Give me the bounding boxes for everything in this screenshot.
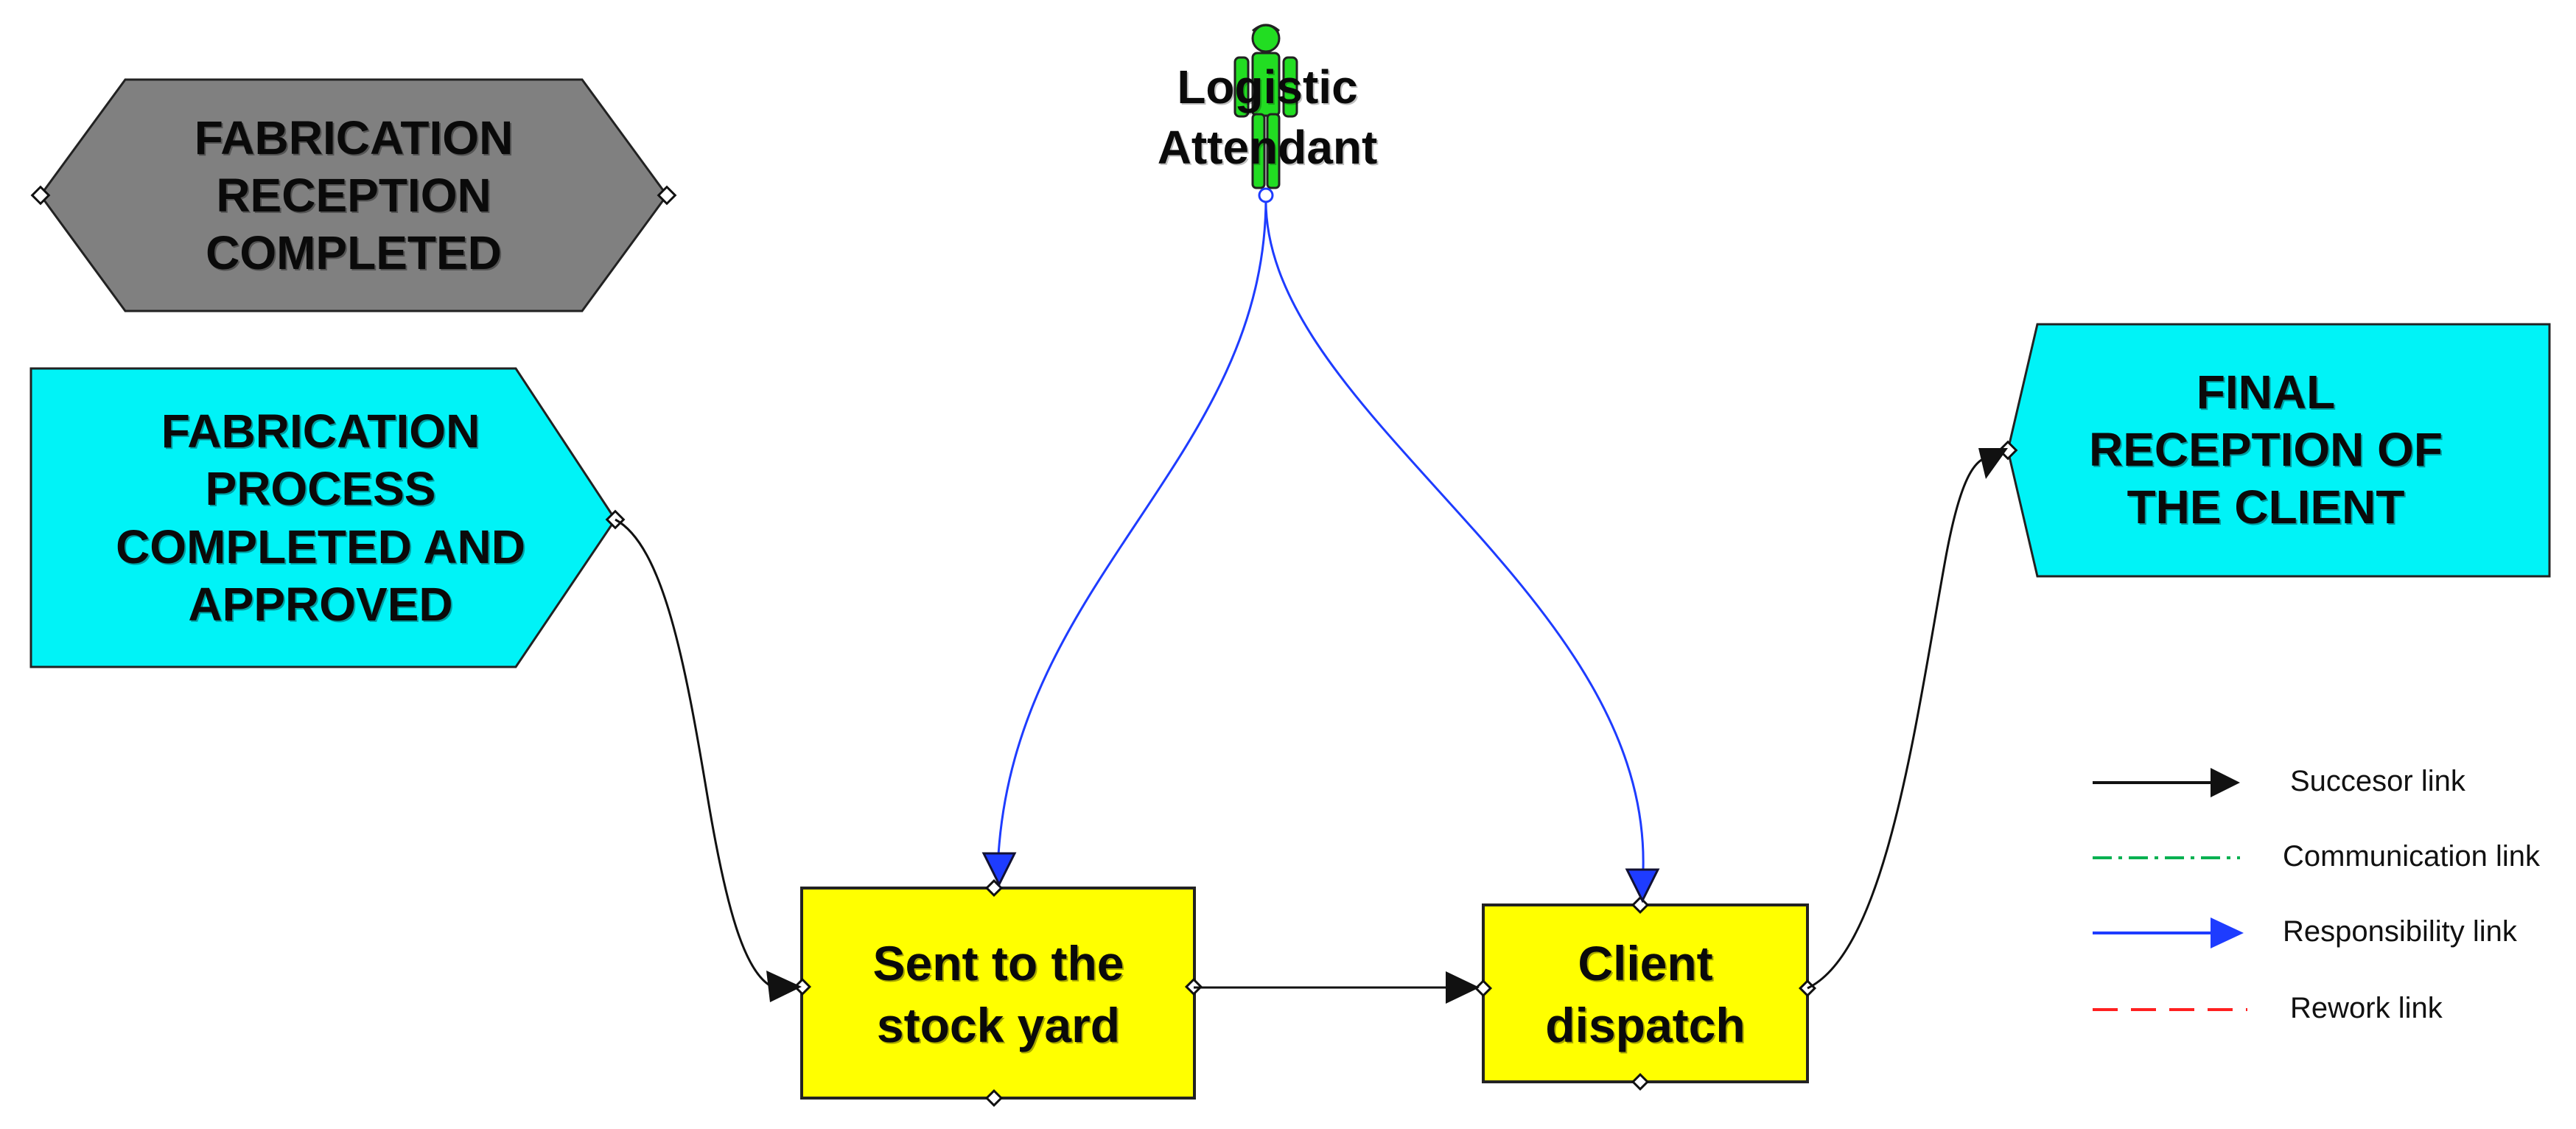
event-fabrication-reception-label: FABRICATION RECEPTION COMPLETED <box>194 111 514 280</box>
connector-handle[interactable] <box>1631 895 1650 915</box>
arrowhead <box>766 971 802 1002</box>
connector-handle[interactable] <box>657 185 677 206</box>
successor-link-dispatch-to-final-reception[interactable] <box>1807 455 1992 990</box>
connector-handle[interactable] <box>1998 440 2018 461</box>
connector-handle[interactable] <box>984 1088 1004 1108</box>
arrowhead <box>2211 768 2240 797</box>
connector-handle[interactable] <box>1474 979 1493 998</box>
event-fabrication-process-shape[interactable] <box>29 367 617 668</box>
task-client-dispatch-shape[interactable] <box>1482 903 1809 1083</box>
responsibility-link-to-client-dispatch[interactable] <box>1264 195 1645 870</box>
legend <box>2093 768 2247 1011</box>
event-final-reception-shape[interactable] <box>2006 323 2551 578</box>
responsibility-link-to-stock-yard[interactable] <box>997 195 1267 856</box>
connector-handle[interactable] <box>1631 1072 1650 1091</box>
legend-rework-label: Rework link <box>2290 992 2443 1024</box>
connector-handle[interactable] <box>1258 187 1274 203</box>
resource-logistic-attendant-label: Logistic Attendant <box>1157 60 1378 174</box>
legend-responsibility-label: Responsibility link <box>2283 915 2517 948</box>
connector-handle[interactable] <box>984 878 1004 898</box>
arrowhead <box>1978 448 2008 479</box>
connector-handle[interactable] <box>30 185 51 206</box>
event-final-reception-label: FINAL RECEPTION OF THE CLIENT <box>2088 365 2443 534</box>
person-icon[interactable] <box>1233 24 1298 189</box>
event-fabrication-process-label: FABRICATION PROCESS COMPLETED AND APPROV… <box>116 405 525 631</box>
successor-link-process-to-stock-yard[interactable] <box>615 518 773 988</box>
arrowhead <box>981 852 1017 887</box>
connector-handle[interactable] <box>793 977 812 996</box>
legend-communication-label: Communication link <box>2283 840 2541 873</box>
arrowhead <box>1446 971 1480 1004</box>
task-client-dispatch-label: Client dispatch <box>1545 935 1746 1052</box>
arrowhead <box>1625 868 1660 903</box>
legend-successor-label: Succesor link <box>2290 765 2465 797</box>
arrowhead <box>2211 917 2244 948</box>
task-stock-yard-label: Sent to the stock yard <box>872 935 1124 1052</box>
